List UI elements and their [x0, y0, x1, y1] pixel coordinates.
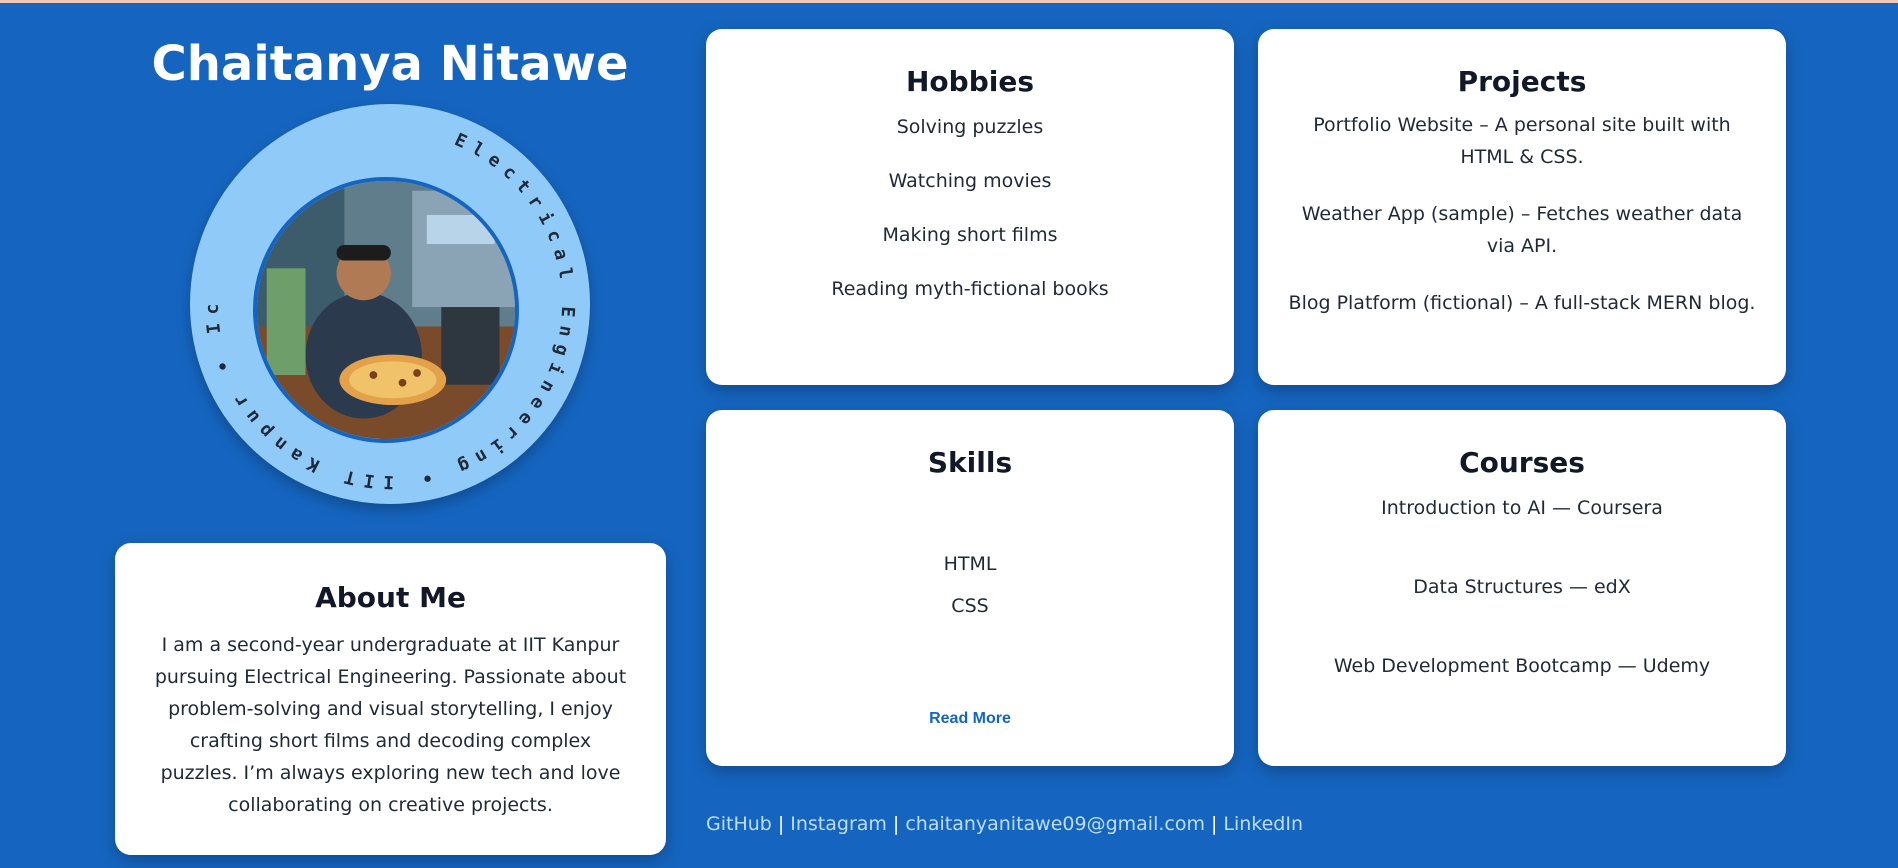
- courses-card: Courses Introduction to AI — Coursera Da…: [1258, 410, 1786, 766]
- about-card: About Me I am a second-year undergraduat…: [115, 543, 666, 855]
- course-item: Introduction to AI — Coursera: [1381, 497, 1663, 519]
- top-accent-line: [0, 0, 1898, 3]
- hobby-item: Making short films: [882, 224, 1058, 246]
- hobbies-title: Hobbies: [905, 65, 1034, 98]
- profile-photo-icon: [257, 181, 515, 439]
- skills-title: Skills: [927, 446, 1013, 479]
- email-link[interactable]: chaitanyanitawe09@gmail.com: [905, 813, 1205, 835]
- skill-item: CSS: [951, 595, 989, 617]
- linkedin-link[interactable]: LinkedIn: [1223, 813, 1304, 835]
- project-item: Portfolio Website – A personal site buil…: [1313, 114, 1731, 168]
- skills-card: Skills HTML CSS Read More: [706, 410, 1234, 766]
- hobbies-card: Hobbies Solving puzzles Watching movies …: [706, 29, 1234, 385]
- course-item: Data Structures — edX: [1413, 576, 1631, 598]
- courses-title: Courses: [1459, 446, 1585, 479]
- github-link[interactable]: GitHub: [706, 813, 772, 835]
- footer-separator: |: [892, 813, 900, 835]
- read-more-link[interactable]: Read More: [929, 710, 1011, 727]
- page-title: Chaitanya Nitawe: [151, 36, 629, 92]
- about-title: About Me: [315, 581, 466, 614]
- project-item: Blog Platform (fictional) – A full-stack…: [1288, 292, 1756, 314]
- about-text: I am a second-year undergraduate at IIT …: [154, 634, 627, 816]
- footer-separator: |: [777, 813, 785, 835]
- footer-separator: |: [1210, 813, 1218, 835]
- instagram-link[interactable]: Instagram: [790, 813, 887, 835]
- course-item: Web Development Bootcamp — Udemy: [1333, 655, 1711, 677]
- projects-card: Projects Portfolio Website – A personal …: [1258, 29, 1786, 385]
- hobby-item: Solving puzzles: [896, 116, 1044, 138]
- skill-item: HTML: [943, 553, 997, 575]
- projects-title: Projects: [1457, 65, 1587, 98]
- hobby-item: Watching movies: [888, 170, 1052, 192]
- footer-links: GitHub|Instagram|chaitanyanitawe09@gmail…: [706, 808, 1346, 840]
- profile-ring: Electrical Engineering • IIT Kanpur • Ic…: [190, 104, 590, 504]
- hobby-item: Reading myth-fictional books: [831, 278, 1109, 300]
- profile-photo: [253, 177, 519, 443]
- project-item: Weather App (sample) – Fetches weather d…: [1301, 203, 1743, 257]
